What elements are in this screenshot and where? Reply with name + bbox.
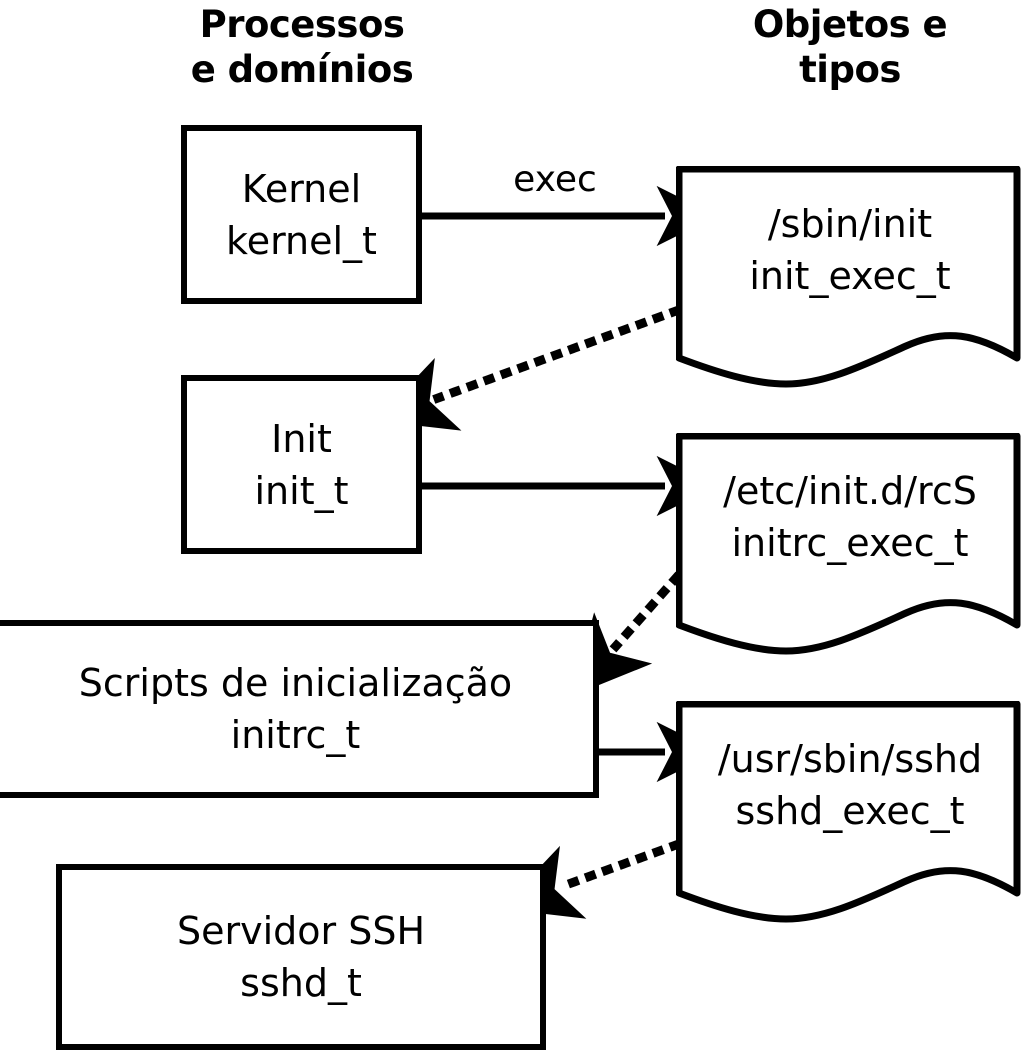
process-box-sshd[interactable]: Servidor SSH sshd_t <box>56 864 546 1050</box>
object-doc-init-exec[interactable]: /sbin/init init_exec_t <box>676 166 1024 392</box>
object-doc-init-exec-label: /sbin/init init_exec_t <box>749 202 951 298</box>
object-doc-initrc-exec-label: /etc/init.d/rcS initrc_exec_t <box>723 469 977 565</box>
arrow-sshd-exec-to-sshd <box>500 839 682 919</box>
object-doc-sshd-exec[interactable]: /usr/sbin/sshd sshd_exec_t <box>676 701 1024 929</box>
process-box-kernel-label: Kernel kernel_t <box>226 166 377 263</box>
column-heading-objects: Objetos e tipos <box>752 3 948 91</box>
object-doc-sshd-exec-label: /usr/sbin/sshd sshd_exec_t <box>717 737 983 833</box>
process-box-initrc[interactable]: Scripts de inicialização initrc_t <box>0 620 599 798</box>
edge-label-exec: exec <box>513 159 597 200</box>
process-box-init[interactable]: Init init_t <box>181 375 422 554</box>
column-heading-processes: Processos e domínios <box>190 3 414 91</box>
process-box-init-label: Init init_t <box>254 416 349 513</box>
process-box-initrc-label: Scripts de inicialização initrc_t <box>78 661 513 757</box>
arrow-initrc-exec-to-initrc <box>571 571 683 696</box>
object-doc-initrc-exec[interactable]: /etc/init.d/rcS initrc_exec_t <box>676 433 1024 661</box>
arrow-init-exec-to-init <box>375 305 682 431</box>
process-box-sshd-label: Servidor SSH sshd_t <box>176 909 426 1005</box>
process-box-kernel[interactable]: Kernel kernel_t <box>181 125 422 304</box>
